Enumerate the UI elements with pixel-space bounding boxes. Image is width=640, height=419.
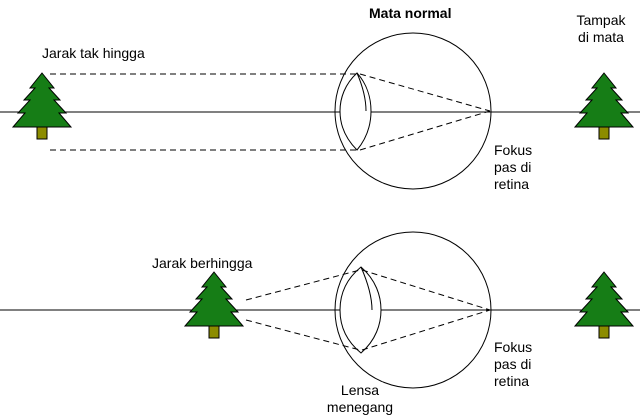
seen-label-line-1: Tampak (576, 12, 626, 28)
eye-lens-tense (339, 266, 382, 354)
focus-label-top-line-3: retina (494, 176, 530, 192)
lens-label: Lensa menegang (312, 382, 408, 416)
lens-label-line-1: Lensa (340, 382, 380, 398)
focus-label-bottom: Fokus pas di retina (494, 339, 532, 390)
object-label-near: Jarak berhingga (152, 255, 253, 271)
focus-label-top-line-2: pas di (494, 159, 532, 175)
lens-contour-top (356, 72, 367, 112)
focus-label-bottom-line-3: retina (494, 373, 530, 389)
object-tree-far (12, 72, 72, 140)
focus-label-top: Fokus pas di retina (494, 142, 532, 193)
ray-top-upper-refracted (359, 73, 491, 112)
image-tree-bottom (574, 271, 634, 339)
object-label-far: Jarak tak hingga (42, 45, 145, 61)
lens-label-line-2: menegang (326, 399, 394, 415)
eyeball-top (334, 32, 492, 190)
object-tree-near (184, 271, 244, 339)
eyeball-bottom (334, 231, 492, 389)
eye-lens-relaxed (339, 72, 372, 151)
focus-label-bottom-line-2: pas di (494, 356, 532, 372)
ray-top-lower-refracted (359, 110, 491, 151)
lens-contour-bottom (360, 266, 373, 311)
seen-label: Tampak di mata (570, 12, 632, 46)
focus-label-top-line-1: Fokus (494, 142, 533, 158)
ray-bottom-lower-refracted (361, 309, 491, 351)
ray-bottom-upper-refracted (361, 269, 491, 311)
diagram-title: Mata normal (369, 5, 452, 21)
seen-label-line-2: di mata (578, 29, 624, 45)
image-tree-top (574, 72, 634, 140)
focus-label-bottom-line-1: Fokus (494, 339, 533, 355)
